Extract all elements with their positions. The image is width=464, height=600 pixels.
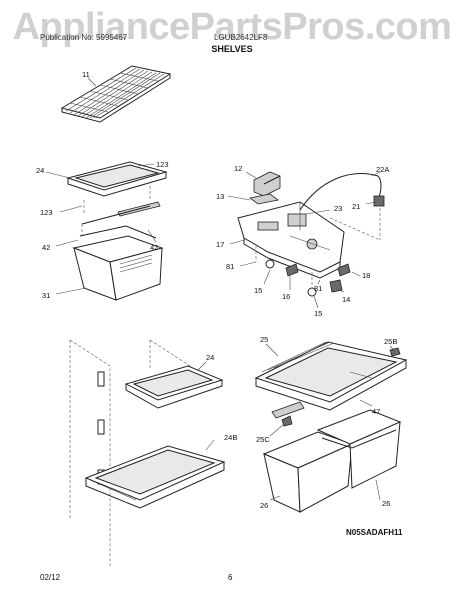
callout-15-left: 15 [254,286,262,295]
callout-24-upper: 24 [36,166,44,175]
shelf-clip-25b[interactable] [389,347,401,357]
crisper-pan-right[interactable] [316,409,402,489]
callout-14: 14 [342,295,350,304]
callout-18: 18 [362,271,370,280]
light-shield[interactable] [249,193,279,205]
page-number: 6 [228,573,233,582]
callout-13: 13 [216,192,224,201]
callout-21: 21 [352,202,360,211]
callout-42-right: 42 [150,243,158,252]
glass-shelf-upper-left[interactable] [66,161,168,214]
callout-23: 23 [334,204,342,213]
callout-47: 47 [372,407,380,416]
callout-12: 12 [234,164,242,173]
callout-22a: 22A [376,165,389,174]
callout-42-left: 42 [42,243,50,252]
callout-123-left: 123 [40,208,53,217]
diagram-code: N05SADAFH11 [346,528,403,537]
callout-11: 11 [82,70,90,79]
callout-25: 25 [260,335,268,344]
callout-81-left: 81 [226,262,234,271]
callout-25c: 25C [256,435,270,444]
callout-26-left: 26 [260,501,268,510]
watermark-logo: AppliancePartsPros.com [12,6,452,48]
shelf-rail-25c[interactable] [271,401,305,427]
callout-15-right: 15 [314,309,322,318]
publication-number: Publication No: 5995467 [40,33,128,42]
glass-shelf-47[interactable] [254,341,408,411]
footer-date: 02/12 [40,573,61,582]
callout-81-right: 81 [314,284,322,293]
callout-26-right: 26 [382,499,390,508]
lamp-sockets[interactable] [255,246,351,297]
model-number: LGUB2642LF8 [214,33,268,42]
wire-harness[interactable] [299,173,385,241]
section-title: SHELVES [211,44,253,54]
callout-25b: 25B [384,337,397,346]
callout-24b: 24B [224,433,237,442]
callout-17: 17 [216,240,224,249]
control-knob-cover[interactable] [253,171,281,197]
glass-shelf-lower-left[interactable] [124,365,224,409]
callout-16: 16 [282,292,290,301]
wire-shelf-part[interactable] [60,65,172,123]
glass-shelf-24b[interactable] [84,445,226,509]
callout-123-right: 123 [156,160,169,169]
callout-24-lower: 24 [206,353,214,362]
crisper-drawer-left[interactable] [72,225,164,301]
shelf-rail-bracket[interactable] [81,201,161,236]
callout-31: 31 [42,291,50,300]
